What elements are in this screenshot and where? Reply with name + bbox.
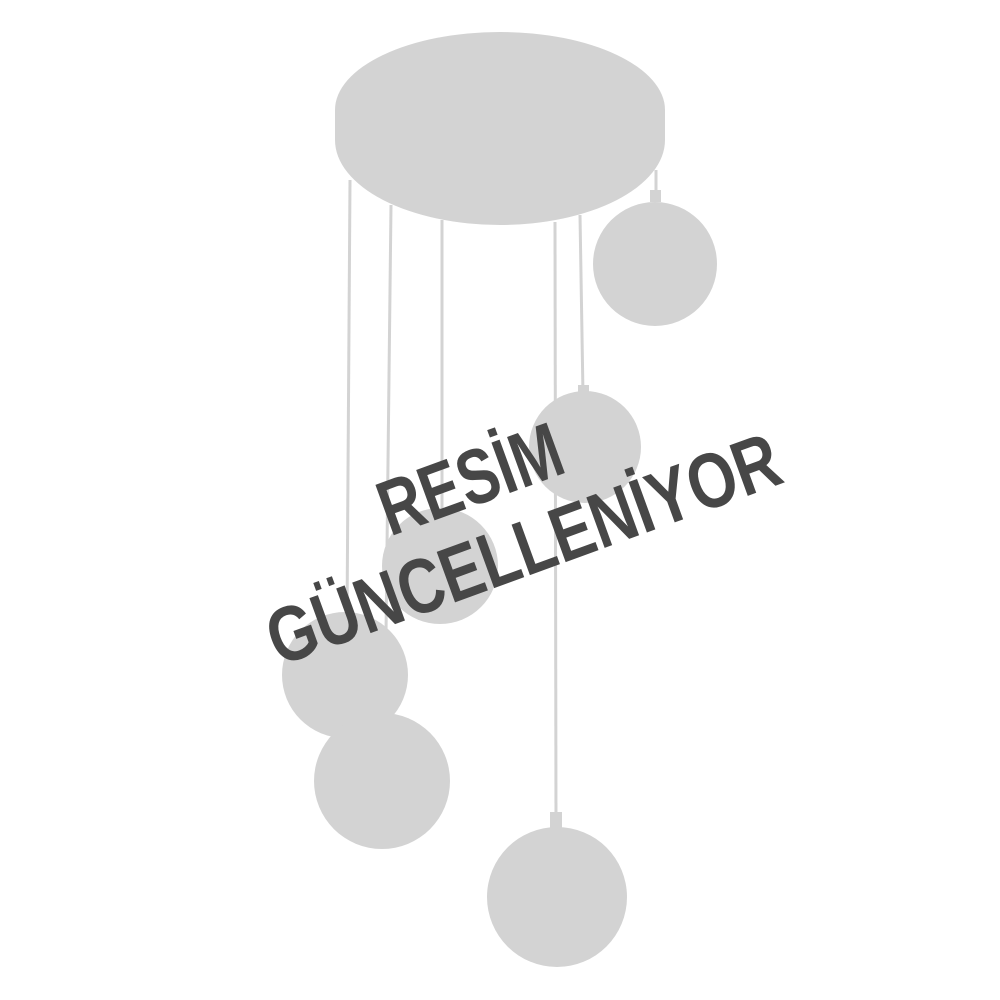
- globe-cap: [578, 385, 589, 397]
- globe: [529, 391, 641, 503]
- ceiling-canopy: [335, 32, 665, 225]
- globe-shades: [282, 190, 717, 967]
- globe: [382, 508, 498, 624]
- cord: [553, 221, 558, 831]
- globe-cap: [650, 190, 661, 202]
- cord: [345, 179, 352, 621]
- globe: [487, 827, 627, 967]
- globe: [593, 202, 717, 326]
- globe: [282, 612, 408, 738]
- globe: [314, 713, 450, 849]
- globe-cap: [550, 812, 562, 828]
- update-overlay-text: RESİM GÜNCELLENİYOR: [254, 405, 792, 683]
- cord: [578, 214, 585, 396]
